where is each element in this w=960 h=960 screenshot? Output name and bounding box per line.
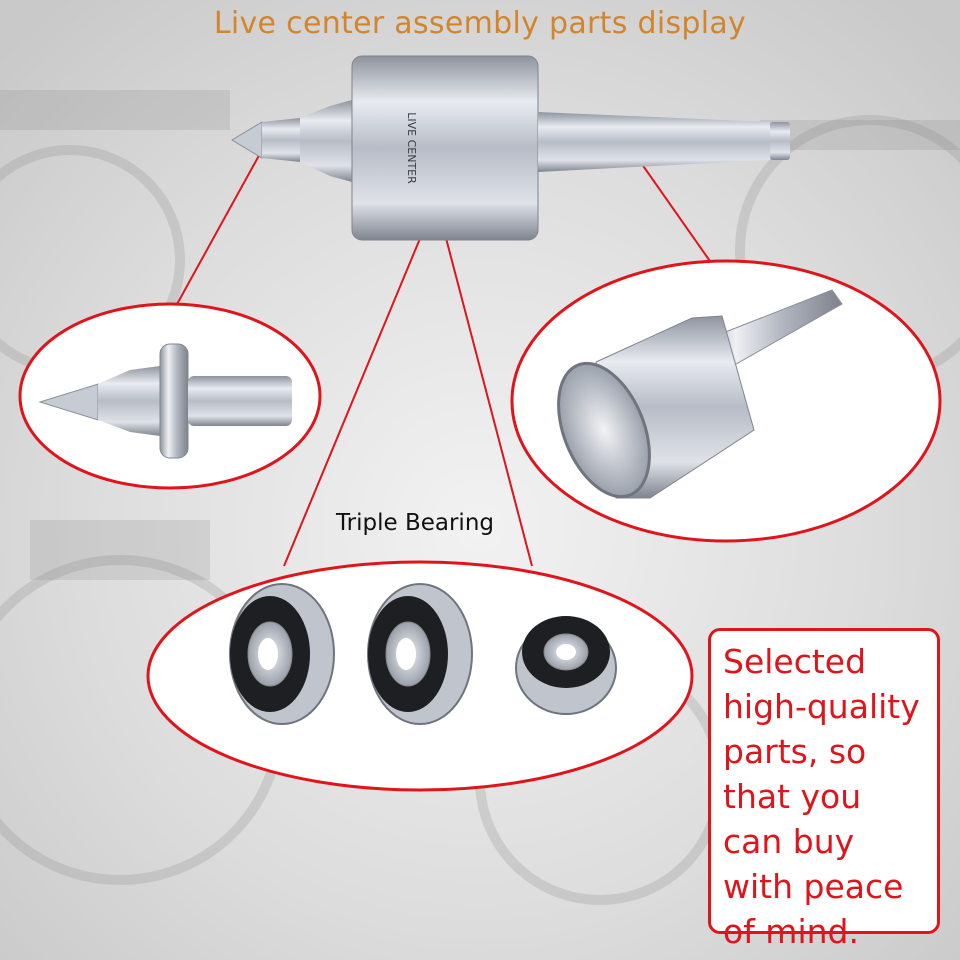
housing-part — [557, 289, 843, 499]
spindle-part — [38, 343, 292, 459]
live-center-main: LIVE CENTER — [231, 55, 790, 241]
bearings-label: Triple Bearing — [335, 510, 494, 536]
bearing-2 — [367, 583, 473, 725]
page-title: Live center assembly parts display — [213, 6, 747, 41]
bearing-1 — [229, 583, 335, 725]
connector-lines — [175, 149, 713, 567]
engraving-text: LIVE CENTER — [405, 112, 418, 184]
quality-note-box: Selected high-quality parts, so that you… — [708, 628, 940, 951]
quality-note-text: Selected high-quality parts, so that you… — [723, 642, 920, 951]
bearing-3 — [515, 616, 617, 715]
